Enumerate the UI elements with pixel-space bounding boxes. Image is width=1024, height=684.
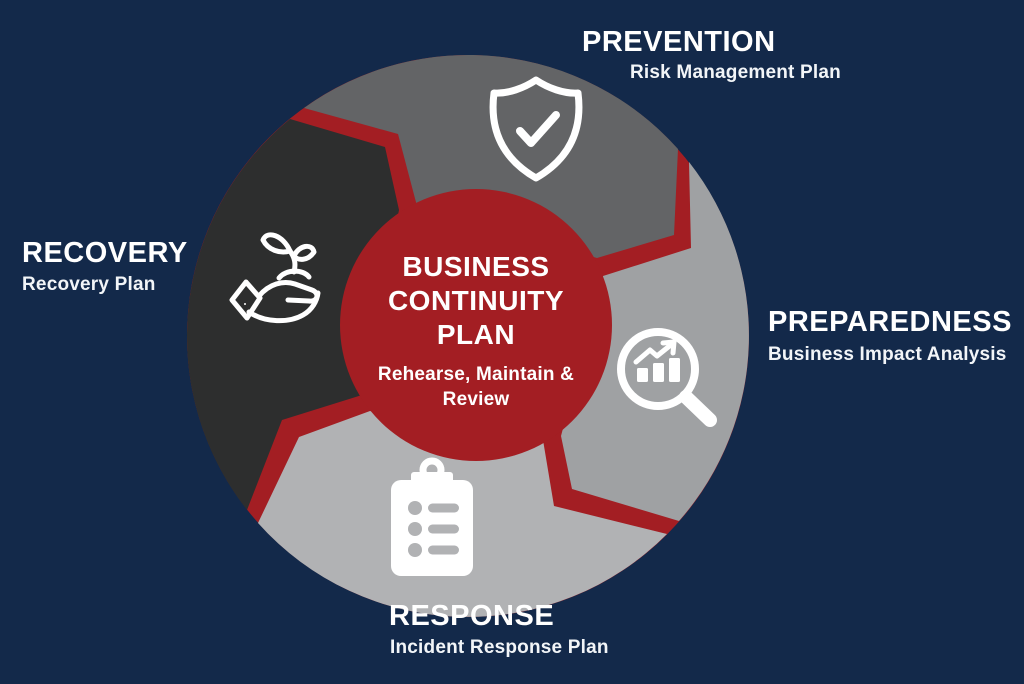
center-title-line-3: PLAN bbox=[436, 319, 516, 350]
center-title-line-2: CONTINUITY bbox=[387, 285, 565, 316]
center-subtitle: Rehearse, Maintain & Review bbox=[377, 364, 575, 410]
quadrant-label-recovery: RECOVERY bbox=[22, 237, 188, 269]
quadrant-sublabel-prevention: Risk Management Plan bbox=[630, 62, 841, 83]
quadrant-sublabel-preparedness: Business Impact Analysis bbox=[768, 344, 1007, 365]
shield-check-icon bbox=[489, 76, 583, 182]
segment-recovery bbox=[186, 119, 399, 510]
center-circle bbox=[340, 189, 612, 461]
quadrant-label-prevention: PREVENTION bbox=[582, 26, 776, 58]
segment-preparedness bbox=[561, 162, 749, 521]
quadrant-sublabel-response: Incident Response Plan bbox=[390, 637, 609, 658]
center-text-block: BUSINESS CONTINUITY PLAN Rehearse, Maint… bbox=[341, 250, 611, 412]
quadrant-sublabel-recovery: Recovery Plan bbox=[22, 274, 156, 295]
center-title-line-1: BUSINESS bbox=[402, 251, 550, 282]
quadrant-label-response: RESPONSE bbox=[389, 600, 555, 632]
quadrant-label-preparedness: PREPAREDNESS bbox=[768, 306, 1012, 338]
magnifier-bar-chart-icon bbox=[617, 328, 717, 427]
hand-sprout-icon bbox=[229, 232, 321, 324]
segment-prevention bbox=[304, 54, 678, 258]
clipboard-checklist-icon bbox=[391, 457, 473, 576]
